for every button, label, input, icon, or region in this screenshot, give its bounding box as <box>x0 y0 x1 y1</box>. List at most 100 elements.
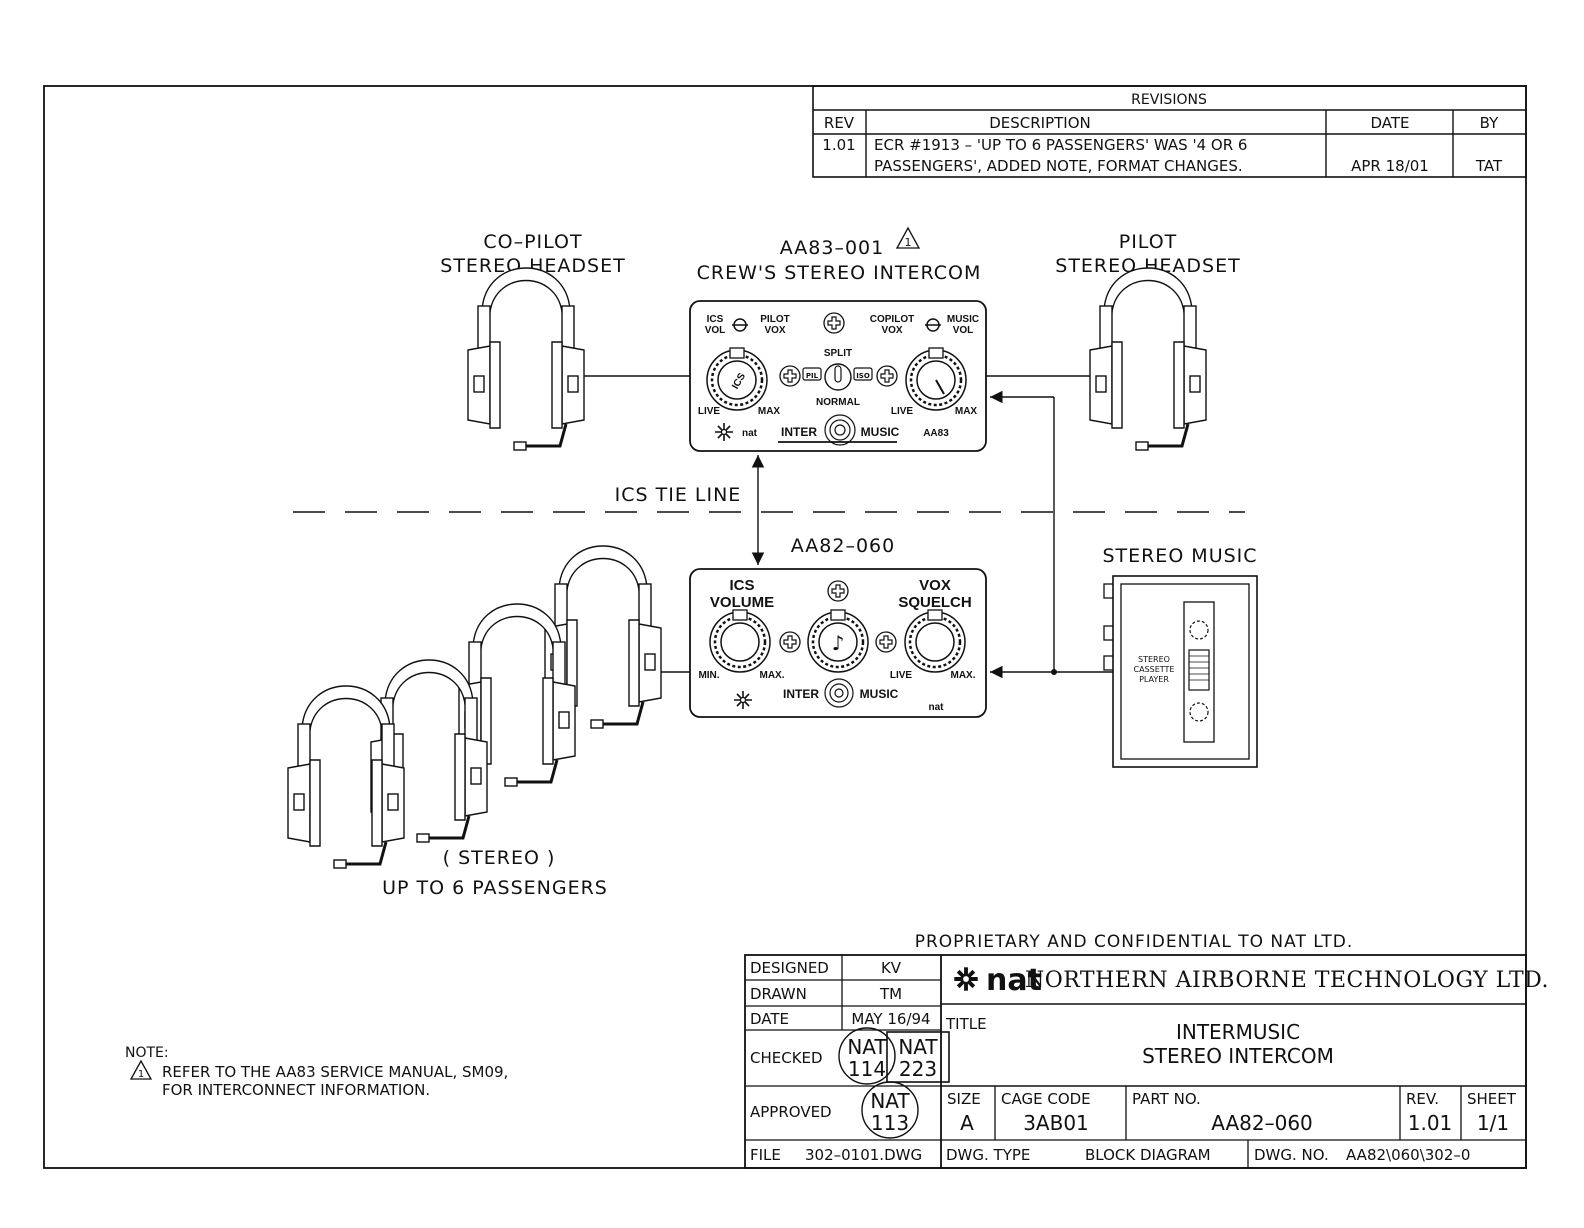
checked-stamp-114: NAT 114 <box>838 1027 896 1085</box>
designed-label: DESIGNED <box>750 959 829 977</box>
aa83-model-label: AA83 <box>923 428 949 439</box>
stamp1-line1: NAT <box>847 1035 887 1059</box>
ics-tie-line-label: ICS TIE LINE <box>615 484 742 506</box>
cassette-player: STEREO CASSETTE PLAYER <box>1103 575 1258 768</box>
size-label: SIZE <box>947 1090 981 1108</box>
drawn-label: DRAWN <box>750 985 807 1003</box>
note-line1: REFER TO THE AA83 SERVICE MANUAL, SM09, <box>162 1063 508 1081</box>
panel-screw-icon <box>779 631 801 653</box>
cassette-label-line1: STEREO <box>1138 655 1170 664</box>
file-label: FILE <box>750 1146 781 1164</box>
sheet-label: SHEET <box>1467 1090 1517 1108</box>
revision-description-line2: PASSENGERS', ADDED NOTE, FORMAT CHANGES. <box>874 157 1243 175</box>
date-column-header: DATE <box>1370 114 1409 132</box>
aa83-intercom-panel: ICS ICS VOL PILOT VOX COPILOT VOX MUSIC … <box>689 300 987 452</box>
split-label: SPLIT <box>824 348 852 359</box>
stereo-music-label: STEREO MUSIC <box>1102 545 1257 567</box>
drawn-value: TM <box>879 985 902 1003</box>
ics-live-label: LIVE <box>698 406 721 417</box>
panel-screw-icon <box>823 312 845 334</box>
copilot-label-line2: STEREO HEADSET <box>440 255 625 277</box>
stamp3-line1: NAT <box>870 1089 910 1113</box>
cage-code-label: CAGE CODE <box>1001 1090 1091 1108</box>
designed-value: KV <box>881 959 902 977</box>
approved-stamp-113: NAT 113 <box>861 1081 919 1139</box>
sheet-value: 1/1 <box>1477 1111 1509 1135</box>
aa82-intercom-panel: ICS VOLUME VOX SQUELCH ♪ MIN. MAX. LIVE … <box>689 568 987 718</box>
cassette-label-line2: CASSETTE <box>1134 665 1175 674</box>
copilot-vox-label: COPILOT <box>870 314 914 325</box>
ics-vol-label-2: VOL <box>705 325 726 336</box>
dwg-type-label: DWG. TYPE <box>946 1146 1030 1164</box>
revision-description-line1: ECR #1913 – 'UP TO 6 PASSENGERS' WAS '4 … <box>874 136 1247 154</box>
cage-code-value: 3AB01 <box>1023 1111 1089 1135</box>
intermusic-logo-icon <box>824 414 856 446</box>
cassette-reel-icon <box>1189 620 1209 640</box>
ics-volume-label-2: VOLUME <box>710 594 774 611</box>
music-live-label: LIVE <box>891 406 914 417</box>
checked-label: CHECKED <box>750 1049 823 1067</box>
pilot-vox-label: PILOT <box>760 314 789 325</box>
vox-squelch-label-2: SQUELCH <box>898 594 971 611</box>
aa82-inter-label: INTER <box>783 687 819 701</box>
dwg-no-value: AA82\060\302–0 <box>1346 1146 1470 1164</box>
stamp1-line2: 114 <box>848 1057 886 1081</box>
music-vol-label-2: VOL <box>953 325 974 336</box>
vox-max-label: MAX. <box>951 670 976 681</box>
title-label: TITLE <box>945 1015 987 1033</box>
note-heading: NOTE: <box>125 1045 169 1061</box>
file-value: 302–0101.DWG <box>805 1146 922 1164</box>
part-number-label: PART NO. <box>1132 1090 1201 1108</box>
pilot-headset-icon <box>1088 266 1208 452</box>
checked-stamp-223: NAT 223 <box>886 1031 950 1083</box>
pil-label: PIL <box>806 372 819 380</box>
revision-number: 1.01 <box>822 136 855 154</box>
size-value: A <box>960 1111 974 1135</box>
panel-screw-icon <box>779 365 801 387</box>
ics-max-label: MAX <box>758 406 781 417</box>
stamp3-line2: 113 <box>871 1111 909 1135</box>
rev-column-header: REV <box>824 114 855 132</box>
approved-label: APPROVED <box>750 1103 832 1121</box>
date-value: MAY 16/94 <box>851 1010 930 1028</box>
ics-volume-label: ICS <box>729 577 754 594</box>
passenger-headset-icon <box>286 684 406 870</box>
ics-min-label: MIN. <box>698 670 719 681</box>
rev-label: REV. <box>1406 1090 1439 1108</box>
passengers-label-line2: UP TO 6 PASSENGERS <box>382 877 608 899</box>
part-number-value: AA82–060 <box>1211 1111 1313 1135</box>
aa83-label-line1: AA83–001 <box>780 237 884 259</box>
revision-by: TAT <box>1475 157 1503 175</box>
nat-company-logo-icon: nat <box>954 963 1042 998</box>
revisions-heading: REVISIONS <box>1131 92 1207 108</box>
pilot-vox-label-2: VOX <box>764 325 785 336</box>
pilot-label-line1: PILOT <box>1119 231 1178 253</box>
aa83-label-line2: CREW'S STEREO INTERCOM <box>697 262 982 284</box>
aa83-brand-label: nat <box>742 428 758 439</box>
title-line2: STEREO INTERCOM <box>1142 1044 1334 1068</box>
ics-max-label: MAX. <box>760 670 785 681</box>
note-mark: 1 <box>138 1069 144 1080</box>
dwg-type-value: BLOCK DIAGRAM <box>1085 1146 1211 1164</box>
stamp2-line1: NAT <box>898 1035 938 1059</box>
iso-label: ISO <box>856 372 870 380</box>
copilot-vox-label-2: VOX <box>881 325 902 336</box>
aa83-inter-label: INTER <box>781 425 817 439</box>
cassette-label-line3: PLAYER <box>1139 675 1169 684</box>
copilot-headset-icon <box>466 266 586 452</box>
date-label: DATE <box>750 1010 789 1028</box>
connection-wires <box>584 375 1113 679</box>
panel-screw-icon <box>827 580 849 602</box>
title-line1: INTERMUSIC <box>1176 1020 1300 1044</box>
cassette-reel-icon <box>1189 702 1209 722</box>
vox-live-label: LIVE <box>890 670 913 681</box>
panel-screw-icon <box>876 365 898 387</box>
aa83-music-label: MUSIC <box>861 425 900 439</box>
company-name: NORTHERN AIRBORNE TECHNOLOGY LTD. <box>1025 968 1549 993</box>
aa82-music-label: MUSIC <box>860 687 899 701</box>
music-vol-label: MUSIC <box>947 314 979 325</box>
note-block: NOTE: 1 REFER TO THE AA83 SERVICE MANUAL… <box>125 1045 508 1099</box>
panel-screw-icon <box>875 631 897 653</box>
